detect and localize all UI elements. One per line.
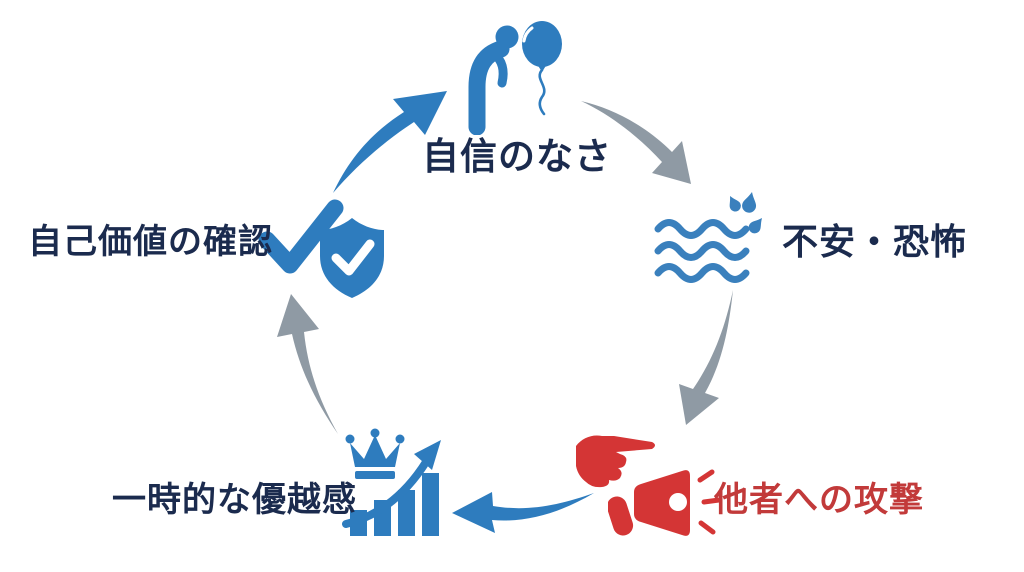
node-label-attack-on-others: 他者への攻撃 xyxy=(714,481,924,519)
node-anxiety-fear: 不安・恐怖 xyxy=(650,188,966,288)
arrow-superiority-to-selfworth xyxy=(277,294,338,434)
arrow-selfworth-to-confidence xyxy=(333,91,447,193)
node-label-temporary-superiority: 一時的な優越感 xyxy=(112,481,357,519)
node-lack-of-confidence: 自信のなさ xyxy=(422,15,611,177)
crown-icon xyxy=(345,428,405,479)
rising-bar-chart-crown-icon xyxy=(342,428,441,536)
node-temporary-superiority: 一時的な優越感 xyxy=(112,426,452,540)
megaphone-icon xyxy=(608,469,722,536)
node-label-lack-of-confidence: 自信のなさ xyxy=(422,136,612,177)
arrow-confidence-to-anxiety xyxy=(581,101,691,184)
arrow-anxiety-to-attack xyxy=(679,290,733,425)
node-label-self-worth-confirmation: 自己価値の確認 xyxy=(28,223,273,261)
pointing-hand-icon xyxy=(576,435,655,488)
water-waves-icon xyxy=(654,192,762,283)
node-label-anxiety-fear: 不安・恐怖 xyxy=(782,221,968,262)
splash-droplets xyxy=(729,192,762,234)
arrow-attack-to-superiority xyxy=(452,492,594,533)
node-attack-on-others: 他者への攻撃 xyxy=(576,430,923,536)
dejected-person-balloon-icon xyxy=(468,21,562,135)
checkmark-shield-icon xyxy=(258,199,384,298)
node-self-worth-confirmation: 自己価値の確認 xyxy=(28,196,386,302)
sound-lines xyxy=(697,469,722,535)
